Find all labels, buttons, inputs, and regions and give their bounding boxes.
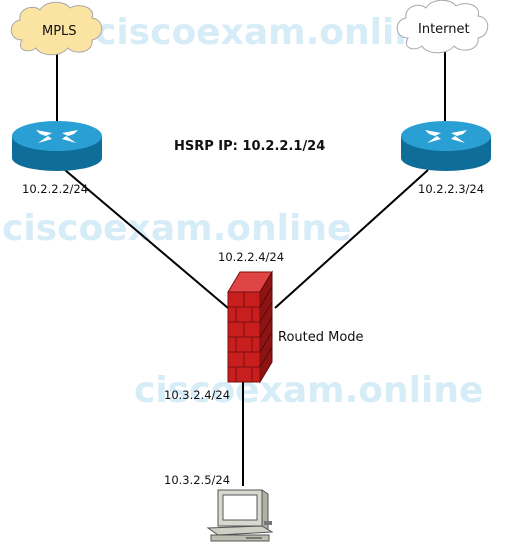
workstation-icon (206, 489, 274, 542)
watermark-top: ciscoexam.online (95, 12, 444, 53)
router-right-ip-label: 10.2.2.3/24 (418, 182, 484, 196)
hsrp-ip-label: HSRP IP: 10.2.2.1/24 (174, 139, 325, 154)
firewall-mode-label: Routed Mode (278, 330, 364, 345)
firewall-outside-ip-label: 10.2.2.4/24 (218, 250, 284, 264)
watermark-bottom: ciscoexam.online (134, 370, 483, 411)
link-router-left-firewall (64, 169, 229, 309)
host-ip-label: 10.3.2.5/24 (164, 473, 230, 487)
firewall-inside-ip-label: 10.3.2.4/24 (164, 388, 230, 402)
firewall-icon (227, 270, 273, 384)
router-left-icon (12, 121, 102, 171)
internet-cloud-label: Internet (418, 22, 470, 37)
router-left-ip-label: 10.2.2.2/24 (22, 182, 88, 196)
mpls-cloud-label: MPLS (42, 24, 77, 39)
link-router-right-firewall (274, 169, 429, 309)
mpls-cloud-icon (10, 1, 103, 56)
watermark-middle: ciscoexam.online (2, 208, 351, 249)
router-right-icon (401, 121, 491, 171)
internet-cloud-icon (396, 0, 489, 54)
